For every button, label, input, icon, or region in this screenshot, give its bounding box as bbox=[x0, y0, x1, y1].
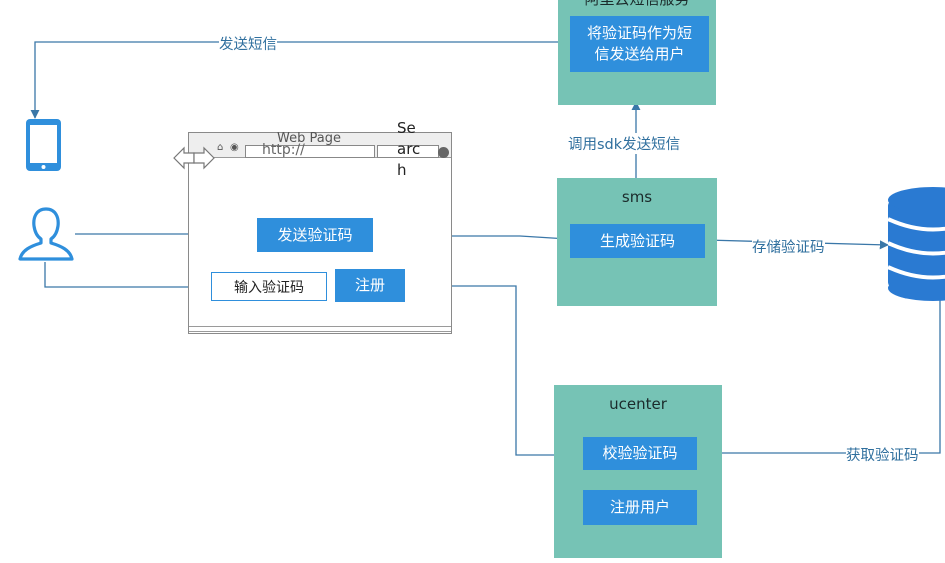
aliyun-action-box: 将验证码作为短 信发送给用户 bbox=[570, 16, 709, 72]
sms-title: sms bbox=[621, 188, 653, 206]
label-get-code: 获取验证码 bbox=[846, 444, 919, 465]
sms-panel: sms 生成验证码 bbox=[557, 178, 717, 306]
search-label-3: h bbox=[397, 161, 407, 179]
edge-user-input bbox=[44, 262, 210, 292]
search-icon[interactable] bbox=[438, 147, 449, 158]
register-user-box: 注册用户 bbox=[583, 490, 697, 525]
edge-send-sms bbox=[30, 41, 558, 119]
browser-divider-2 bbox=[189, 331, 451, 332]
aliyun-action-line2: 信发送给用户 bbox=[594, 45, 685, 63]
label-store-code: 存储验证码 bbox=[752, 236, 825, 257]
verify-code-box: 校验验证码 bbox=[583, 437, 697, 470]
address-bar[interactable] bbox=[245, 145, 375, 158]
search-label-1: Se bbox=[397, 119, 416, 137]
aliyun-sms-panel: 阿里云短信服务 将验证码作为短 信发送给用户 bbox=[558, 0, 716, 105]
user-icon bbox=[18, 207, 74, 261]
phone-icon bbox=[26, 119, 61, 171]
edge-get-code bbox=[697, 300, 941, 458]
home-icon[interactable]: ⌂ bbox=[217, 142, 224, 153]
label-send-sms: 发送短信 bbox=[219, 33, 277, 54]
aliyun-title: 阿里云短信服务 bbox=[558, 0, 716, 9]
aliyun-action-line1: 将验证码作为短 bbox=[586, 24, 692, 42]
page-title: Web Page bbox=[277, 131, 341, 146]
refresh-icon[interactable]: ◉ bbox=[230, 142, 239, 153]
back-forward-icon[interactable] bbox=[172, 145, 216, 171]
ucenter-panel: ucenter 校验验证码 注册用户 bbox=[554, 385, 722, 558]
search-label: Se arc h bbox=[397, 118, 420, 181]
send-code-button[interactable]: 发送验证码 bbox=[257, 218, 373, 252]
database-icon bbox=[888, 187, 945, 301]
label-call-sdk: 调用sdk发送短信 bbox=[568, 133, 681, 154]
code-input[interactable]: 输入验证码 bbox=[211, 272, 327, 301]
browser-divider bbox=[189, 326, 451, 327]
url-text: http:// bbox=[262, 142, 305, 158]
edge-register-verify bbox=[405, 285, 584, 460]
search-label-2: arc bbox=[397, 140, 421, 158]
generate-code-box: 生成验证码 bbox=[570, 224, 705, 258]
register-button[interactable]: 注册 bbox=[335, 269, 405, 302]
ucenter-title: ucenter bbox=[609, 395, 667, 413]
